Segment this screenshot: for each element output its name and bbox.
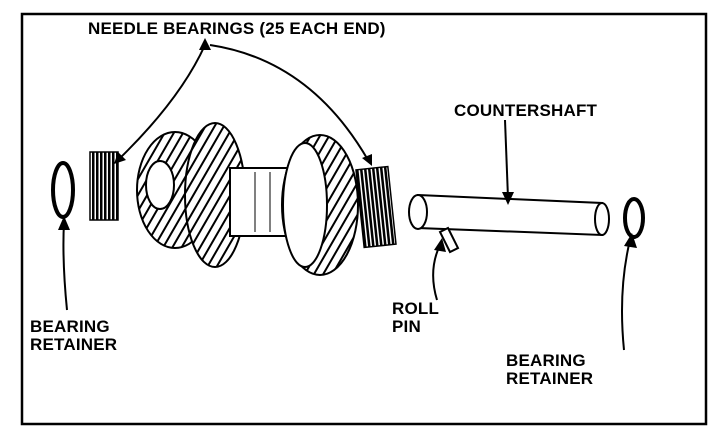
arrowheads [58, 38, 637, 252]
roll-pin [438, 226, 460, 254]
roll-pin-label-line1: ROLL [392, 299, 440, 318]
left-retainer-label-line2: RETAINER [30, 335, 118, 354]
right-bearing-retainer [623, 197, 645, 239]
left-bearing-retainer [51, 161, 75, 219]
roll-pin-label: ROLL PIN [392, 300, 439, 336]
right-retainer-label-line1: BEARING [506, 351, 586, 370]
left-needle-bearing [89, 151, 119, 221]
leader-lines [62, 44, 631, 351]
diagram-frame [20, 12, 708, 426]
right-retainer-label-line2: RETAINER [506, 369, 594, 388]
right-bearing-retainer-label: BEARING RETAINER [506, 352, 593, 388]
right-needle-bearing [355, 165, 397, 249]
left-bearing-retainer-label: BEARING RETAINER [30, 318, 117, 354]
needle-bearings-label: NEEDLE BEARINGS (25 EACH END) [88, 19, 386, 38]
countershaft [408, 193, 610, 237]
left-retainer-label-line1: BEARING [30, 317, 110, 336]
countershaft-label: COUNTERSHAFT [454, 101, 598, 120]
cluster-gear [136, 122, 359, 276]
roll-pin-label-line2: PIN [392, 317, 421, 336]
